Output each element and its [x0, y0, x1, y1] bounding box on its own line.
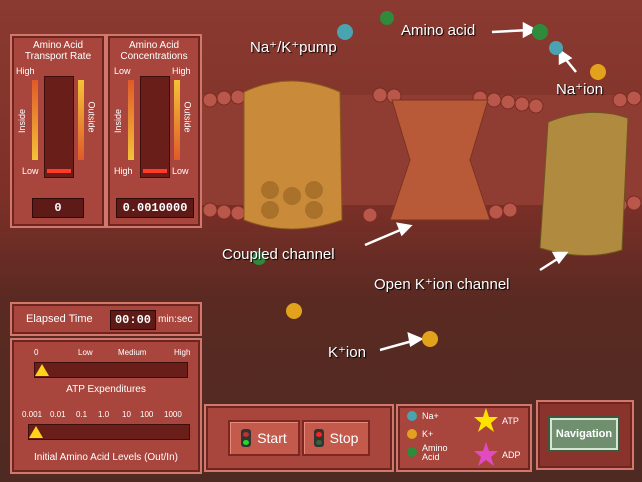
amino-acid-label: Amino acid [401, 22, 476, 39]
initial-tick: 100 [140, 410, 154, 419]
concentrations-panel: Amino Acid Concentrations Low High High … [106, 34, 202, 228]
transport-rate-value: 0 [32, 198, 84, 218]
transport-gauge [44, 76, 74, 178]
elapsed-time-label: Elapsed Time [26, 313, 93, 325]
amino-acid-molecule [380, 11, 394, 25]
start-label: Start [257, 430, 287, 446]
initial-tick: 0.001 [22, 410, 43, 419]
k-ion [590, 64, 606, 80]
pump-label: Na⁺/K⁺pump [250, 39, 337, 56]
traffic-light-icon [241, 429, 252, 447]
k-legend-icon [407, 429, 417, 439]
gauge-needle [143, 169, 167, 173]
atp-slider-thumb[interactable] [35, 364, 49, 376]
initial-tick: 1.0 [98, 410, 110, 419]
initial-tick: 1000 [164, 410, 182, 419]
legend-amino: Amino Acid [422, 443, 448, 462]
outward-arrow [78, 80, 84, 160]
high-label: High [172, 66, 191, 76]
navigation-button[interactable]: Navigation [550, 418, 618, 450]
k-ion [422, 331, 438, 347]
atp-tick: High [174, 348, 191, 357]
amino-acid-molecule [252, 251, 266, 265]
controls-panel: Start Stop [204, 404, 394, 472]
atp-label: ATP Expenditures [66, 384, 146, 395]
open-k-channel [389, 99, 491, 221]
atp-slider[interactable] [34, 362, 188, 378]
na-ion [337, 24, 353, 40]
transport-rate-panel: Amino Acid Transport Rate High Low Insid… [10, 34, 106, 228]
coupled-channel-label: Coupled channel [222, 246, 335, 263]
stop-label: Stop [329, 430, 359, 446]
stop-button[interactable]: Stop [302, 420, 370, 456]
initial-tick: 10 [122, 410, 131, 419]
inward-arrow [128, 80, 134, 160]
navigation-panel: Navigation [536, 400, 634, 470]
concentrations-title: Amino Acid Concentrations [120, 40, 188, 62]
elapsed-time-unit: min:sec [158, 314, 193, 325]
legend-adp: ADP [502, 450, 521, 460]
low-label: Low [172, 166, 189, 176]
legend-k: K+ [422, 429, 434, 439]
elapsed-time-value: 00:00 [110, 310, 156, 330]
elapsed-time-panel: Elapsed Time 00:00 min:sec [10, 302, 202, 336]
amino-legend-icon [407, 447, 417, 457]
atp-legend-icon [474, 408, 498, 432]
outward-arrow [174, 80, 180, 160]
na-k-pump [243, 80, 343, 230]
legend-na: Na+ [422, 411, 439, 421]
concentrations-value: 0.0010000 [116, 198, 194, 218]
high-label: High [16, 66, 35, 76]
traffic-light-icon [313, 429, 324, 447]
open-channel-label: Open K⁺ion channel [374, 276, 510, 293]
high-label: High [114, 166, 133, 176]
adp-legend-icon [474, 442, 498, 466]
initial-tick: 0.01 [50, 410, 66, 419]
outside-label: Outside [86, 101, 97, 133]
initial-levels-label: Initial Amino Acid Levels (Out/In) [34, 452, 178, 463]
transport-rate-title: Amino Acid Transport Rate [24, 40, 92, 62]
initial-tick: 0.1 [76, 410, 88, 419]
atp-tick: Low [78, 348, 93, 357]
annotation-arrows [364, 21, 577, 352]
low-label: Low [114, 66, 131, 76]
na-ion [549, 41, 563, 55]
na-ion-label: Na⁺ion [556, 81, 604, 98]
concentration-gauge [140, 76, 170, 178]
inward-arrow [32, 80, 38, 160]
legend-icons [407, 408, 498, 466]
legend-panel: Na+ K+ Amino Acid ATP ADP [396, 404, 532, 472]
initial-levels-slider[interactable] [28, 424, 190, 440]
atp-tick: Medium [118, 348, 147, 357]
legend-atp: ATP [502, 416, 519, 426]
inside-label: Inside [17, 108, 28, 134]
gauge-needle [47, 169, 71, 173]
k-ion-label: K⁺ion [328, 344, 366, 361]
k-ion [286, 303, 302, 319]
start-button[interactable]: Start [228, 420, 300, 456]
atp-tick: 0 [34, 348, 39, 357]
low-label: Low [22, 166, 39, 176]
initial-levels-slider-thumb[interactable] [29, 426, 43, 438]
settings-panel: 0 Low Medium High ATP Expenditures 0.001… [10, 338, 202, 474]
coupled-channel [539, 111, 629, 256]
na-legend-icon [407, 411, 417, 421]
outside-label: Outside [182, 101, 193, 133]
inside-label: Inside [113, 108, 124, 134]
amino-acid-molecule [532, 24, 548, 40]
